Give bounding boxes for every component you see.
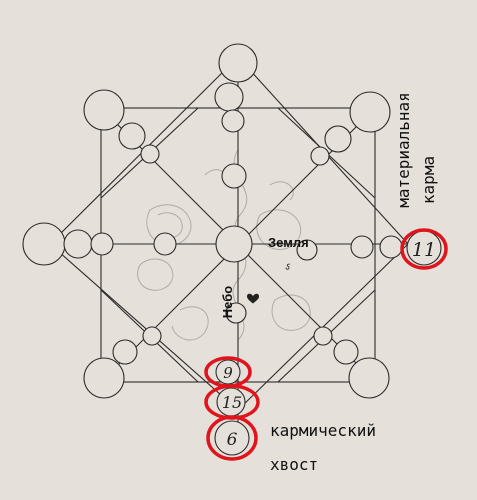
label-material-karma-line1: материальная	[394, 92, 413, 208]
circle-right-2	[350, 235, 374, 259]
circle-bottom-1	[215, 359, 241, 385]
highlight-material-karma	[400, 228, 448, 270]
number-karmic-tail: 6	[227, 430, 238, 450]
circle-right-4	[296, 239, 318, 261]
circle-corner-tl-3	[140, 144, 160, 164]
circle-bottom-3	[214, 420, 250, 456]
circle-corner-br-outer	[348, 357, 390, 399]
circle-top-outer	[218, 43, 258, 83]
circle-corner-tr-2	[324, 125, 352, 153]
label-material-karma-line2: карма	[419, 156, 438, 204]
number-bottom-2: 15	[222, 393, 242, 412]
number-material-karma: 11	[412, 239, 436, 261]
circle-right-3	[379, 235, 403, 259]
circle-top-3	[221, 109, 245, 133]
label-zemlya: Земля	[268, 235, 309, 250]
circle-top-4	[221, 163, 247, 189]
circle-corner-bl-2	[112, 339, 138, 365]
snake-symbol: ऽ	[285, 262, 291, 273]
circle-corner-bl-3	[142, 326, 162, 346]
circle-corner-tr-3	[310, 146, 330, 166]
circle-corner-tl-outer	[83, 89, 125, 131]
number-bottom-1: 9	[223, 364, 233, 382]
highlight-karmic-tail	[206, 415, 258, 461]
heart-icon	[247, 293, 259, 304]
circle-corner-tr-outer	[349, 91, 391, 133]
circle-left-3	[90, 232, 114, 256]
circle-top-2	[214, 82, 244, 112]
circle-corner-br-2	[333, 339, 359, 365]
circle-bottom-4	[225, 302, 247, 324]
label-nebo: Небо	[220, 286, 235, 318]
circle-left-outer	[22, 222, 66, 266]
circle-center	[215, 225, 253, 263]
circle-corner-tl-2	[118, 122, 146, 150]
label-karmic-tail-line1: кармический	[270, 421, 376, 440]
label-karmic-tail-line2: хвост	[270, 455, 318, 474]
circle-left-4	[153, 232, 177, 256]
circle-corner-br-3	[313, 326, 333, 346]
circle-left-2	[63, 229, 93, 259]
circle-corner-bl-outer	[83, 357, 125, 399]
